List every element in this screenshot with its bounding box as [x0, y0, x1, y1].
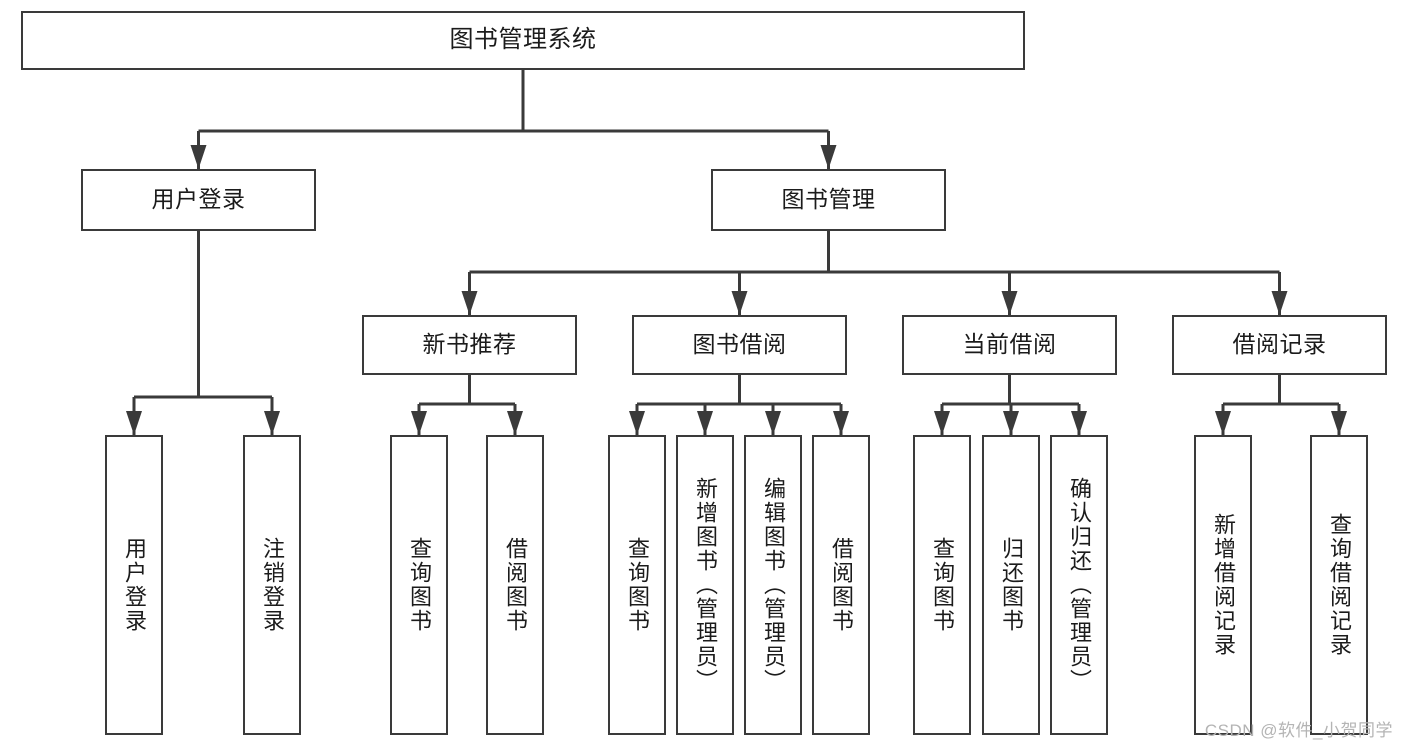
node-label: 注销登录	[260, 537, 285, 633]
node-leaf-confirm-return[interactable]: 确认归还（管理员）	[1050, 435, 1108, 735]
node-label: 当前借阅	[962, 331, 1057, 358]
node-label: 查询借阅记录	[1327, 513, 1352, 657]
node-leaf-return-book[interactable]: 归还图书	[982, 435, 1040, 735]
node-label: 查询图书	[930, 537, 955, 633]
node-leaf-query-book-3[interactable]: 查询图书	[913, 435, 971, 735]
node-leaf-user-login[interactable]: 用户登录	[105, 435, 163, 735]
node-leaf-query-record[interactable]: 查询借阅记录	[1310, 435, 1368, 735]
node-leaf-query-book-2[interactable]: 查询图书	[608, 435, 666, 735]
edge-arrowhead	[126, 411, 142, 435]
node-label: 图书管理	[781, 186, 876, 213]
node-root[interactable]: 图书管理系统	[21, 11, 1025, 70]
edge-arrowhead	[1271, 291, 1288, 315]
edge-arrowhead	[820, 145, 837, 169]
node-label: 查询图书	[625, 537, 650, 633]
node-label: 用户登录	[122, 537, 147, 633]
node-label: 新增借阅记录	[1211, 513, 1236, 657]
edge-arrowhead	[507, 411, 523, 435]
node-label: 图书管理系统	[449, 26, 597, 54]
node-label: 借阅记录	[1232, 331, 1327, 358]
node-label: 归还图书	[999, 537, 1024, 633]
node-current-borrow[interactable]: 当前借阅	[902, 315, 1117, 375]
node-leaf-logout[interactable]: 注销登录	[243, 435, 301, 735]
node-label: 用户登录	[151, 186, 246, 213]
node-leaf-add-book[interactable]: 新增图书（管理员）	[676, 435, 734, 735]
node-label: 图书借阅	[692, 331, 787, 358]
edge-arrowhead	[934, 411, 950, 435]
node-label: 新增图书（管理员）	[693, 477, 718, 693]
edge-arrowhead	[697, 411, 713, 435]
edge-arrowhead	[1001, 291, 1018, 315]
edge-arrowhead	[833, 411, 849, 435]
node-label: 借阅图书	[503, 537, 528, 633]
edge-arrowhead	[264, 411, 280, 435]
node-leaf-edit-book[interactable]: 编辑图书（管理员）	[744, 435, 802, 735]
node-book-borrow[interactable]: 图书借阅	[632, 315, 847, 375]
edge-arrowhead	[411, 411, 427, 435]
node-leaf-borrow-book-2[interactable]: 借阅图书	[812, 435, 870, 735]
node-label: 新书推荐	[422, 331, 517, 358]
node-user-login[interactable]: 用户登录	[81, 169, 316, 231]
edge-arrowhead	[731, 291, 748, 315]
edge-arrowhead	[1215, 411, 1231, 435]
node-label: 借阅图书	[829, 537, 854, 633]
node-label: 确认归还（管理员）	[1067, 477, 1092, 693]
node-label: 查询图书	[407, 537, 432, 633]
node-leaf-query-book-1[interactable]: 查询图书	[390, 435, 448, 735]
edge-arrowhead	[765, 411, 781, 435]
node-leaf-borrow-book-1[interactable]: 借阅图书	[486, 435, 544, 735]
watermark: CSDN @软件_小贺同学	[1204, 721, 1393, 740]
edge-arrowhead	[190, 145, 207, 169]
node-leaf-add-record[interactable]: 新增借阅记录	[1194, 435, 1252, 735]
edge-arrowhead	[1003, 411, 1019, 435]
node-book-mgmt[interactable]: 图书管理	[711, 169, 946, 231]
node-new-book-rec[interactable]: 新书推荐	[362, 315, 577, 375]
edge-arrowhead	[461, 291, 478, 315]
node-borrow-record[interactable]: 借阅记录	[1172, 315, 1387, 375]
edge-arrowhead	[629, 411, 645, 435]
node-label: 编辑图书（管理员）	[761, 477, 786, 693]
edge-arrowhead	[1331, 411, 1347, 435]
edge-arrowhead	[1071, 411, 1087, 435]
